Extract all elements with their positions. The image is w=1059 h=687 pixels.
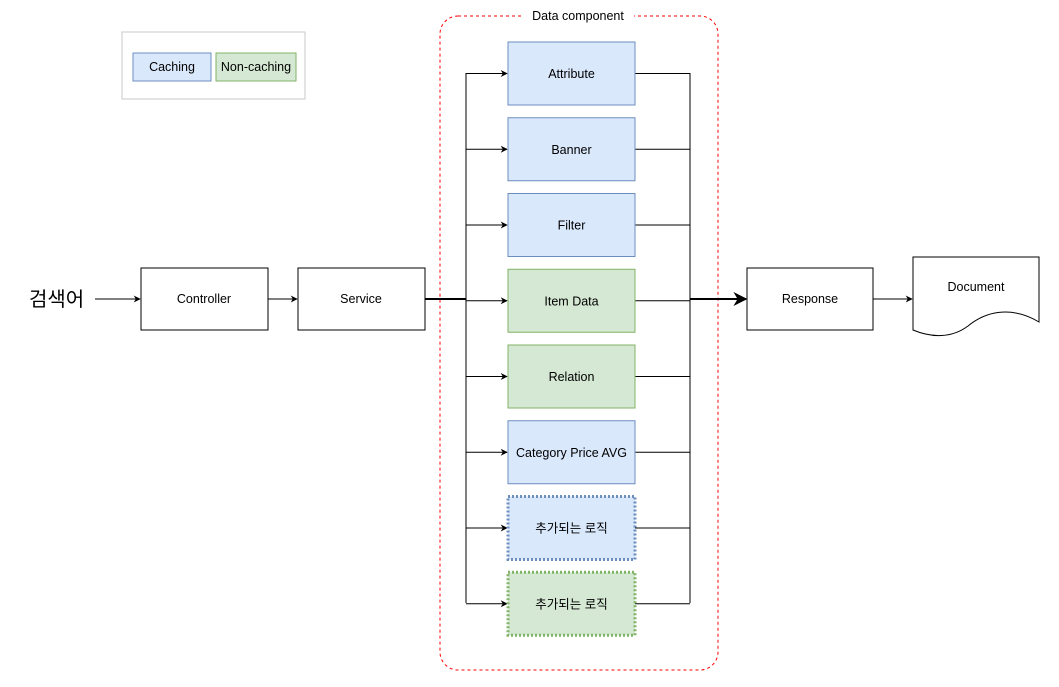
node-controller: Controller	[140, 267, 269, 331]
component-3: Filter	[507, 193, 636, 257]
controller-box	[140, 267, 269, 331]
component-box	[507, 41, 636, 106]
component-7: 추가되는 로직	[506, 495, 637, 561]
edges	[95, 70, 913, 608]
legend-caching-label: Caching	[149, 60, 195, 74]
component-label: 추가되는 로직	[535, 522, 607, 536]
component-box	[506, 570, 637, 637]
service-box	[297, 267, 426, 331]
component-label: Filter	[558, 219, 586, 233]
data-component-container: Data component	[439, 6, 719, 671]
response-label: Response	[782, 292, 838, 306]
component-5: Relation	[507, 344, 636, 409]
container-title: Data component	[532, 9, 624, 23]
component-4: Item Data	[507, 268, 636, 333]
component-box	[507, 193, 636, 257]
container-title-background	[524, 6, 634, 26]
component-label: Item Data	[544, 294, 598, 308]
document-label: Document	[948, 280, 1005, 294]
component-label: Category Price AVG	[516, 446, 627, 460]
component-box	[506, 495, 637, 561]
component-label: Relation	[549, 370, 595, 384]
component-box	[507, 117, 636, 182]
document-shape	[912, 256, 1040, 336]
legend-non-caching-swatch	[215, 52, 297, 82]
component-label: Banner	[551, 143, 591, 157]
service-label: Service	[340, 292, 382, 306]
component-6: Category Price AVG	[507, 420, 636, 485]
component-2: Banner	[507, 117, 636, 182]
search-term-label: 검색어	[29, 287, 84, 311]
controller-label: Controller	[177, 292, 231, 306]
container-frame	[439, 15, 719, 671]
legend-non-caching-label: Non-caching	[221, 60, 291, 74]
legend-caching-swatch	[132, 52, 212, 82]
component-1: Attribute	[507, 41, 636, 106]
component-8: 추가되는 로직	[506, 570, 637, 637]
component-box	[507, 268, 636, 333]
node-response: Response	[746, 267, 874, 331]
component-label: Attribute	[548, 67, 595, 81]
component-box	[507, 344, 636, 409]
legend: Caching Non-caching	[121, 31, 306, 100]
component-box	[507, 420, 636, 485]
component-label: 추가되는 로직	[535, 597, 607, 611]
node-document: Document	[912, 256, 1040, 336]
response-box	[746, 267, 874, 331]
node-service: Service	[297, 267, 426, 331]
